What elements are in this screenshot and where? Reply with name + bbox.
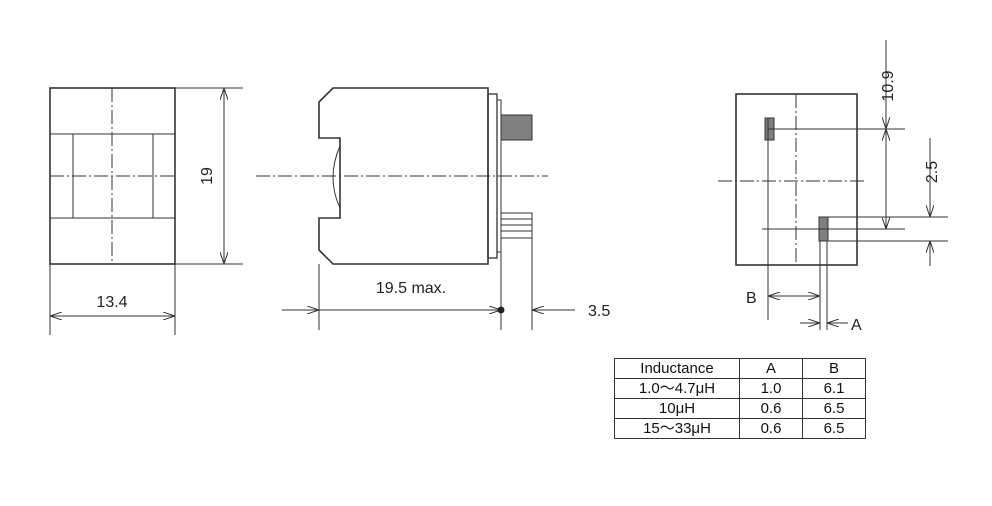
pin-offset-label: 3.5: [588, 303, 610, 320]
table-row: 1.0～4.7μH 1.0 6.1: [614, 378, 866, 399]
table-cell-b: 6.5: [802, 418, 866, 439]
table-row: 15～33μH 0.6 6.5: [614, 418, 866, 439]
height-dimension-label: 19: [199, 167, 216, 185]
front-view: [49, 87, 243, 335]
table-cell-inductance: 15～33μH: [614, 418, 740, 439]
table-cell-inductance: 1.0～4.7μH: [614, 378, 740, 399]
table-cell-a: 0.6: [739, 418, 803, 439]
side-terminal-upper: [500, 114, 533, 141]
bottom-view: [718, 40, 948, 330]
header-a: A: [739, 358, 803, 379]
length-dimension-label: 19.5 max.: [376, 280, 446, 297]
datum-dot: [497, 306, 505, 314]
table-header-row: Inductance A B: [614, 358, 866, 379]
top-offset-label: 10.9: [880, 70, 897, 101]
a-dimension-label: A: [851, 317, 862, 334]
table-cell-b: 6.1: [802, 378, 866, 399]
table-cell-b: 6.5: [802, 398, 866, 419]
table-cell-a: 0.6: [739, 398, 803, 419]
side-core-arc: [332, 145, 341, 209]
table-row: 10μH 0.6 6.5: [614, 398, 866, 419]
pin-spacing-label: 2.5: [924, 161, 941, 183]
header-inductance: Inductance: [614, 358, 740, 379]
table-cell-inductance: 10μH: [614, 398, 740, 419]
b-dimension-label: B: [746, 290, 757, 307]
width-dimension-label: 13.4: [96, 294, 127, 311]
header-b: B: [802, 358, 866, 379]
table-cell-a: 1.0: [739, 378, 803, 399]
inductance-table: Inductance A B 1.0～4.7μH 1.0 6.1 10μH 0.…: [614, 358, 866, 439]
side-view: [256, 87, 575, 330]
